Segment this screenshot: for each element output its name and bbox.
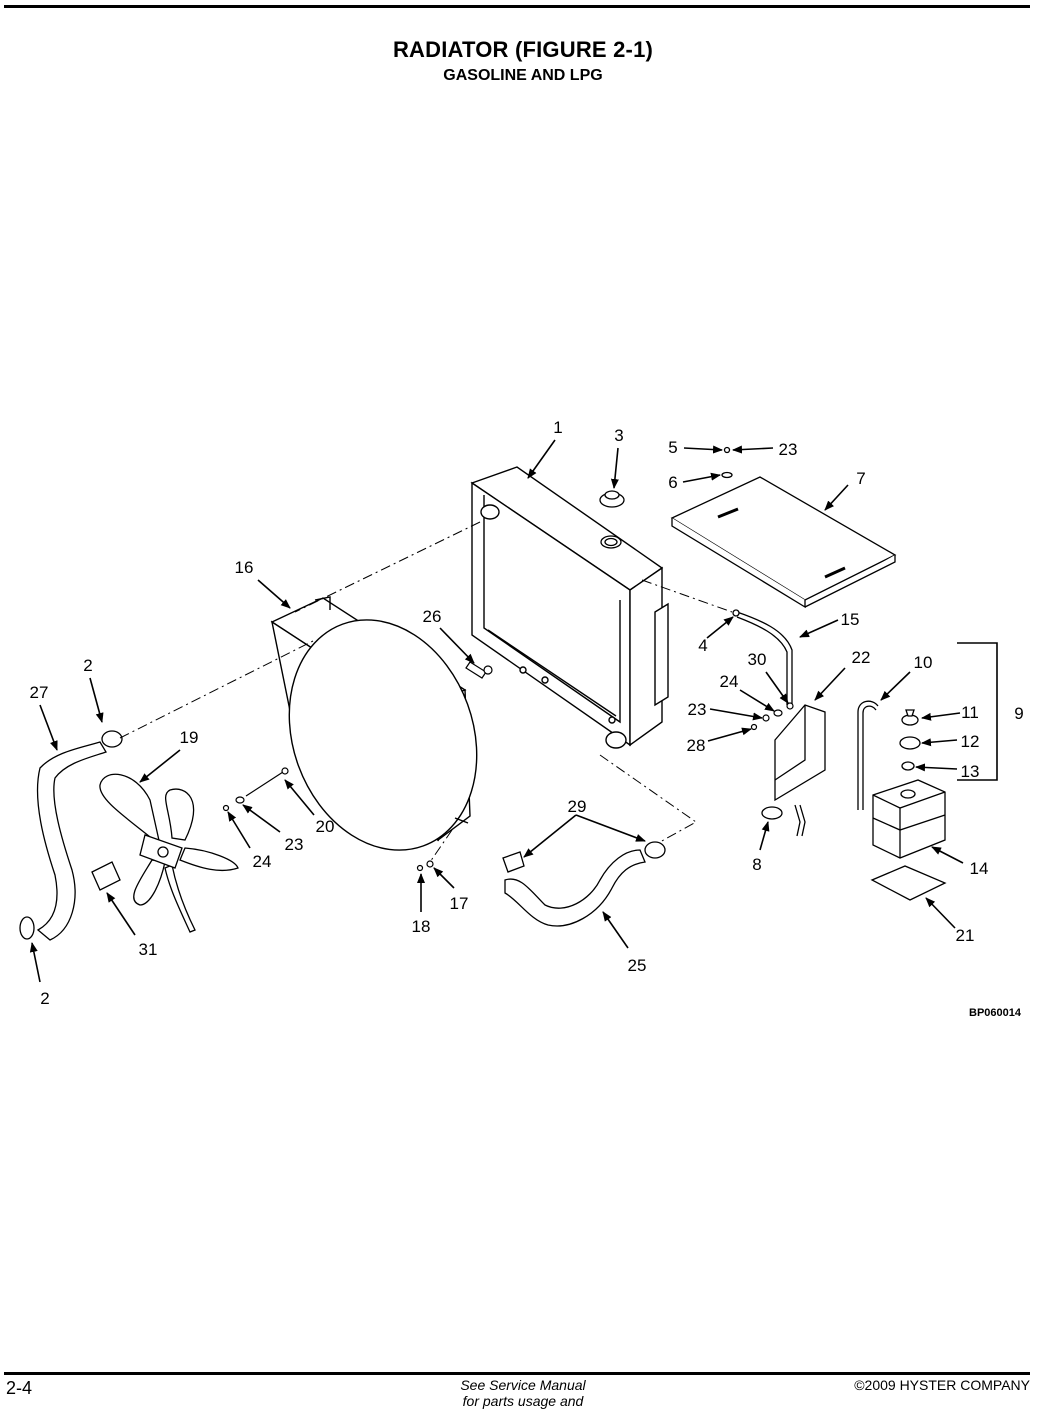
callout-10: 10 <box>914 653 933 672</box>
callout-24-bracket: 24 <box>720 672 739 691</box>
radiator-cap-drawing <box>599 490 625 549</box>
callout-28: 28 <box>687 736 706 755</box>
upper-hose-drawing <box>19 730 123 941</box>
callout-14: 14 <box>970 859 989 878</box>
callout-1: 1 <box>553 418 562 437</box>
callout-3: 3 <box>614 426 623 445</box>
callout-17: 17 <box>450 894 469 913</box>
callout-15: 15 <box>841 610 860 629</box>
callout-16: 16 <box>235 558 254 577</box>
callout-24-fan: 24 <box>253 852 272 871</box>
callout-29: 29 <box>568 797 587 816</box>
callout-23-fan: 23 <box>285 835 304 854</box>
copyright-notice: ©2009 HYSTER COMPANY <box>854 1377 1030 1393</box>
drawing-code: BP060014 <box>969 1007 1022 1019</box>
top-rule <box>4 5 1030 8</box>
fan-bolt-drawing <box>222 767 289 812</box>
callout-6: 6 <box>668 473 677 492</box>
callout-25: 25 <box>628 956 647 975</box>
callout-22: 22 <box>852 648 871 667</box>
callout-27: 27 <box>30 683 49 702</box>
callout-11: 11 <box>961 703 979 722</box>
fan-drawing <box>91 773 239 933</box>
overflow-tube-drawing <box>732 609 826 837</box>
page-title: RADIATOR (FIGURE 2-1) <box>392 37 654 62</box>
clamp-drawing <box>761 806 783 820</box>
callout-4: 4 <box>698 636 707 655</box>
radiator-drawing <box>470 466 669 749</box>
callout-23-top: 23 <box>779 440 798 459</box>
callout-2-upper: 2 <box>83 656 92 675</box>
fan-shroud-drawing <box>270 596 478 851</box>
footer-note-line2: for parts usage and <box>462 1393 584 1409</box>
callout-19: 19 <box>180 728 199 747</box>
callout-7: 7 <box>856 469 865 488</box>
callout-numbers: 1 3 5 23 6 7 16 26 15 4 30 22 10 2 27 24… <box>30 418 1024 1019</box>
callout-31: 31 <box>139 940 158 959</box>
callout-leaders <box>29 439 998 983</box>
callout-8: 8 <box>752 855 761 874</box>
page-number: 2-4 <box>6 1378 33 1398</box>
callout-18: 18 <box>412 917 431 936</box>
callout-20: 20 <box>316 817 335 836</box>
callout-9: 9 <box>1014 704 1023 723</box>
callout-12: 12 <box>961 732 980 751</box>
bracket-hardware-drawing <box>750 702 794 731</box>
shroud-screw-drawing <box>416 860 434 872</box>
callout-21: 21 <box>956 926 975 945</box>
page-subtitle: GASOLINE AND LPG <box>443 67 603 84</box>
callout-5: 5 <box>668 438 677 457</box>
callout-30: 30 <box>748 650 767 669</box>
top-cover-drawing <box>670 446 897 609</box>
callout-26: 26 <box>423 607 442 626</box>
petcock-drawing <box>465 661 493 679</box>
lower-hose-drawing <box>502 841 666 927</box>
overflow-bottle-drawing <box>857 700 947 901</box>
callout-13: 13 <box>961 762 980 781</box>
callout-2-lower: 2 <box>40 989 49 1008</box>
alignment-lines <box>119 521 733 863</box>
footer-note-line1: See Service Manual <box>460 1377 586 1393</box>
radiator-exploded-diagram: 1 3 5 23 6 7 16 26 15 4 30 22 10 2 27 24… <box>19 418 1024 1019</box>
bottom-rule <box>4 1372 1030 1375</box>
callout-23-bracket: 23 <box>688 700 707 719</box>
